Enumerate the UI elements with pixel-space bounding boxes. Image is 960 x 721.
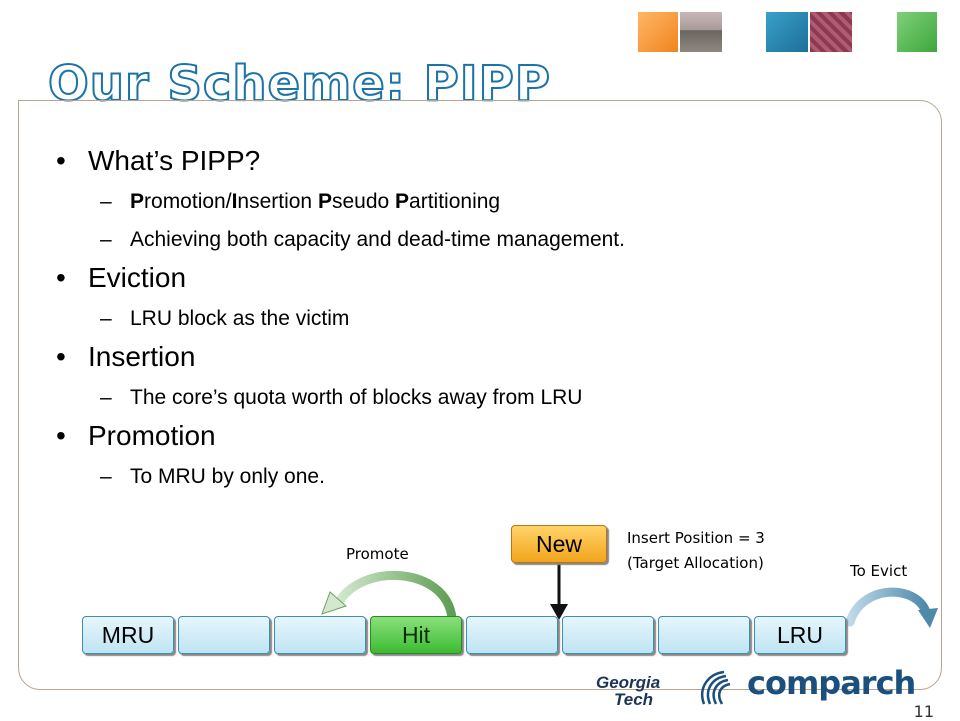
campus-photo-thumbnail — [680, 12, 722, 52]
dash-marker: – — [100, 465, 112, 488]
sub-bullet-promotion: – To MRU by only one. — [56, 458, 816, 496]
cache-block-lru: LRU — [754, 616, 846, 654]
acronym-text: Promotion/Insertion Pseudo Partitioning — [130, 190, 500, 213]
acronym-letter: P — [130, 190, 145, 213]
acronym-segment: seudo — [331, 190, 396, 213]
chip-photo-thumbnail — [810, 12, 852, 52]
bullet-insertion: Insertion — [56, 338, 816, 376]
cache-block — [562, 616, 654, 654]
dash-marker: – — [100, 228, 112, 251]
orange-header-square — [638, 12, 678, 52]
acronym-segment: artitioning — [409, 190, 501, 213]
cache-block-hit: Hit — [370, 616, 462, 654]
cache-block — [658, 616, 750, 654]
dash-marker: – — [100, 386, 112, 409]
target-allocation-label: (Target Allocation) — [627, 554, 764, 572]
dash-marker: – — [100, 307, 112, 330]
page-number: 11 — [913, 702, 934, 721]
gt-logo-line2: Tech — [614, 690, 654, 709]
content-frame — [18, 100, 942, 690]
new-block: New — [511, 525, 607, 563]
insert-position-label: Insert Position = 3 — [627, 529, 765, 547]
bullet-eviction: Eviction — [56, 259, 816, 297]
sub-bullet-insertion: – The core’s quota worth of blocks away … — [56, 379, 816, 417]
acronym-segment: romotion/ — [144, 190, 232, 213]
acronym-letter: I — [231, 190, 238, 213]
acronym-segment: nsertion — [237, 190, 318, 213]
bullet-list: What’s PIPP? – Promotion/Insertion Pseud… — [56, 142, 816, 496]
blue-header-square — [766, 12, 808, 52]
bullet-promotion: Promotion — [56, 417, 816, 455]
georgia-tech-logo: Georgia Tech — [596, 674, 660, 708]
cache-block — [466, 616, 558, 654]
sub-bullet-capacity: – Achieving both capacity and dead-time … — [56, 221, 816, 259]
cache-block-mru: MRU — [82, 616, 174, 654]
sub-bullet-text: To MRU by only one. — [130, 465, 325, 488]
sub-bullet-pipp-acronym: – Promotion/Insertion Pseudo Partitionin… — [56, 183, 816, 221]
slide-title: Our Scheme: PIPP — [47, 55, 551, 113]
sub-bullet-text: Achieving both capacity and dead-time ma… — [130, 228, 625, 251]
sub-bullet-eviction: – LRU block as the victim — [56, 300, 816, 338]
promote-label: Promote — [346, 545, 409, 563]
acronym-letter: P — [317, 190, 332, 213]
sub-bullet-text: LRU block as the victim — [130, 307, 350, 330]
gt-logo-line1: Georgia — [596, 673, 661, 692]
to-evict-label: To Evict — [850, 562, 908, 580]
sub-bullet-text: The core’s quota worth of blocks away fr… — [130, 386, 583, 409]
dash-marker: – — [100, 190, 112, 213]
acronym-letter: P — [395, 190, 410, 213]
green-header-square — [897, 12, 937, 52]
comparch-swirl-icon — [701, 670, 731, 705]
comparch-logo: comparch — [747, 664, 916, 702]
cache-block — [178, 616, 270, 654]
bullet-whats-pipp: What’s PIPP? — [56, 142, 816, 180]
cache-block — [274, 616, 366, 654]
